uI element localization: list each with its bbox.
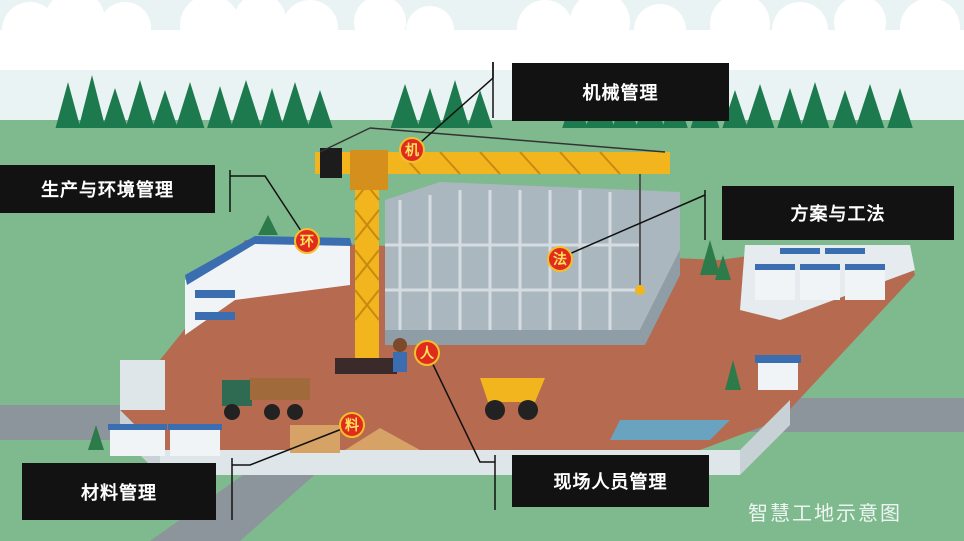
- site-trees: [88, 215, 741, 450]
- road-bottom: [150, 470, 320, 541]
- log-truck: [222, 378, 310, 420]
- site-personnel-management-label: 现场人员管理: [512, 455, 709, 507]
- dump-truck: [480, 378, 545, 420]
- environment-badge: 环: [294, 228, 320, 254]
- dormitories: [740, 245, 915, 320]
- clouds: [0, 0, 964, 70]
- office-building: [185, 236, 352, 335]
- diagram-caption: 智慧工地示意图: [748, 501, 902, 525]
- method-badge: 法: [547, 246, 573, 272]
- production-environment-management-label: 生产与环境管理: [0, 165, 215, 213]
- road-left: [0, 405, 120, 440]
- worker: [393, 338, 407, 372]
- guard-booth: [755, 355, 801, 390]
- materials-management-label: 材料管理: [22, 463, 216, 520]
- person-badge: 人: [414, 340, 440, 366]
- building-under-construction: [385, 182, 680, 345]
- material-badge: 料: [339, 412, 365, 438]
- callout-lines: [229, 62, 706, 520]
- method-plan-label: 方案与工法: [722, 186, 954, 240]
- machinery-management-label: 机械管理: [512, 63, 729, 121]
- machine-badge: 机: [399, 137, 425, 163]
- material-piles: [108, 360, 420, 456]
- water-pool: [610, 420, 730, 440]
